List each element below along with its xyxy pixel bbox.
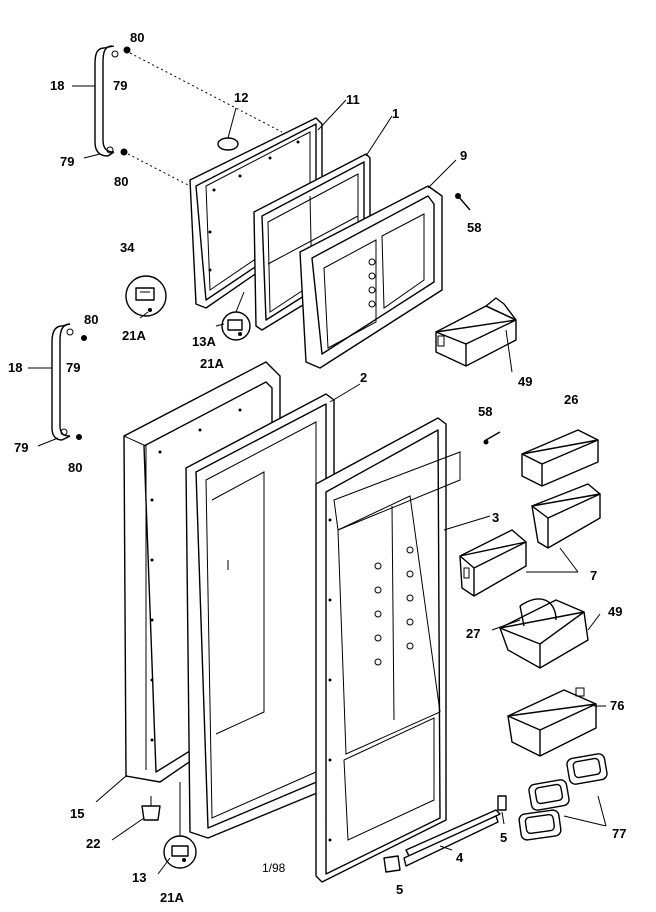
label-5: 5 <box>500 830 507 845</box>
part-labels: 80 79 18 79 80 12 11 1 9 58 34 21A 13A 2… <box>8 30 626 905</box>
label-7: 7 <box>590 568 597 583</box>
label-11: 11 <box>346 92 360 107</box>
door-stop-22 <box>141 796 161 821</box>
label-26: 26 <box>564 392 578 407</box>
label-21a: 21A <box>122 328 146 343</box>
door-bin-49-upper <box>435 297 517 367</box>
door-bin-76 <box>507 687 597 757</box>
label-34: 34 <box>120 240 135 255</box>
label-79: 79 <box>60 154 74 169</box>
label-21a: 21A <box>160 890 184 905</box>
label-12: 12 <box>234 90 248 105</box>
screw-58-lower <box>485 431 501 441</box>
hinge-13a <box>221 291 251 341</box>
hinge-13-bottom <box>163 782 197 869</box>
egg-container-77 <box>518 753 608 841</box>
label-80: 80 <box>68 460 82 475</box>
fresh-food-door-gasket <box>185 393 335 839</box>
date-code: 1/98 <box>262 861 286 875</box>
trim-strip-4 <box>403 809 501 867</box>
label-1: 1 <box>392 106 399 121</box>
dairy-bin-26 <box>521 429 599 487</box>
label-49: 49 <box>518 374 532 389</box>
label-80: 80 <box>114 174 128 189</box>
hinge-cup-34 <box>125 275 167 317</box>
label-80: 80 <box>130 30 144 45</box>
label-18: 18 <box>8 360 22 375</box>
label-5: 5 <box>396 882 403 897</box>
leader-lines <box>28 85 607 875</box>
label-76: 76 <box>610 698 624 713</box>
label-49: 49 <box>608 604 622 619</box>
upper-door-handle <box>94 45 119 157</box>
label-77: 77 <box>612 826 626 841</box>
label-22: 22 <box>86 836 100 851</box>
label-2: 2 <box>360 370 367 385</box>
leader-line <box>127 153 191 187</box>
door-bin-49-lower <box>499 598 589 669</box>
label-58: 58 <box>467 220 481 235</box>
lower-door-handle <box>51 323 74 441</box>
fresh-food-door-liner <box>315 417 461 883</box>
label-27: 27 <box>466 626 480 641</box>
label-80: 80 <box>84 312 98 327</box>
label-13: 13 <box>132 870 146 885</box>
label-18: 18 <box>50 78 64 93</box>
freezer-door-liner <box>299 185 443 369</box>
door-bin-7-right <box>531 483 601 549</box>
label-15: 15 <box>70 806 84 821</box>
label-3: 3 <box>492 510 499 525</box>
screw-58 <box>457 195 471 211</box>
end-cap-5 <box>383 795 507 873</box>
leader-line <box>129 52 283 133</box>
label-58: 58 <box>478 404 492 419</box>
label-79: 79 <box>113 78 127 93</box>
door-bin-7-left <box>459 529 527 597</box>
label-4: 4 <box>456 850 464 865</box>
label-79: 79 <box>14 440 28 455</box>
label-21a: 21A <box>200 356 224 371</box>
label-13a: 13A <box>192 334 216 349</box>
label-9: 9 <box>460 148 467 163</box>
label-79: 79 <box>66 360 80 375</box>
screw-80 <box>76 46 131 440</box>
